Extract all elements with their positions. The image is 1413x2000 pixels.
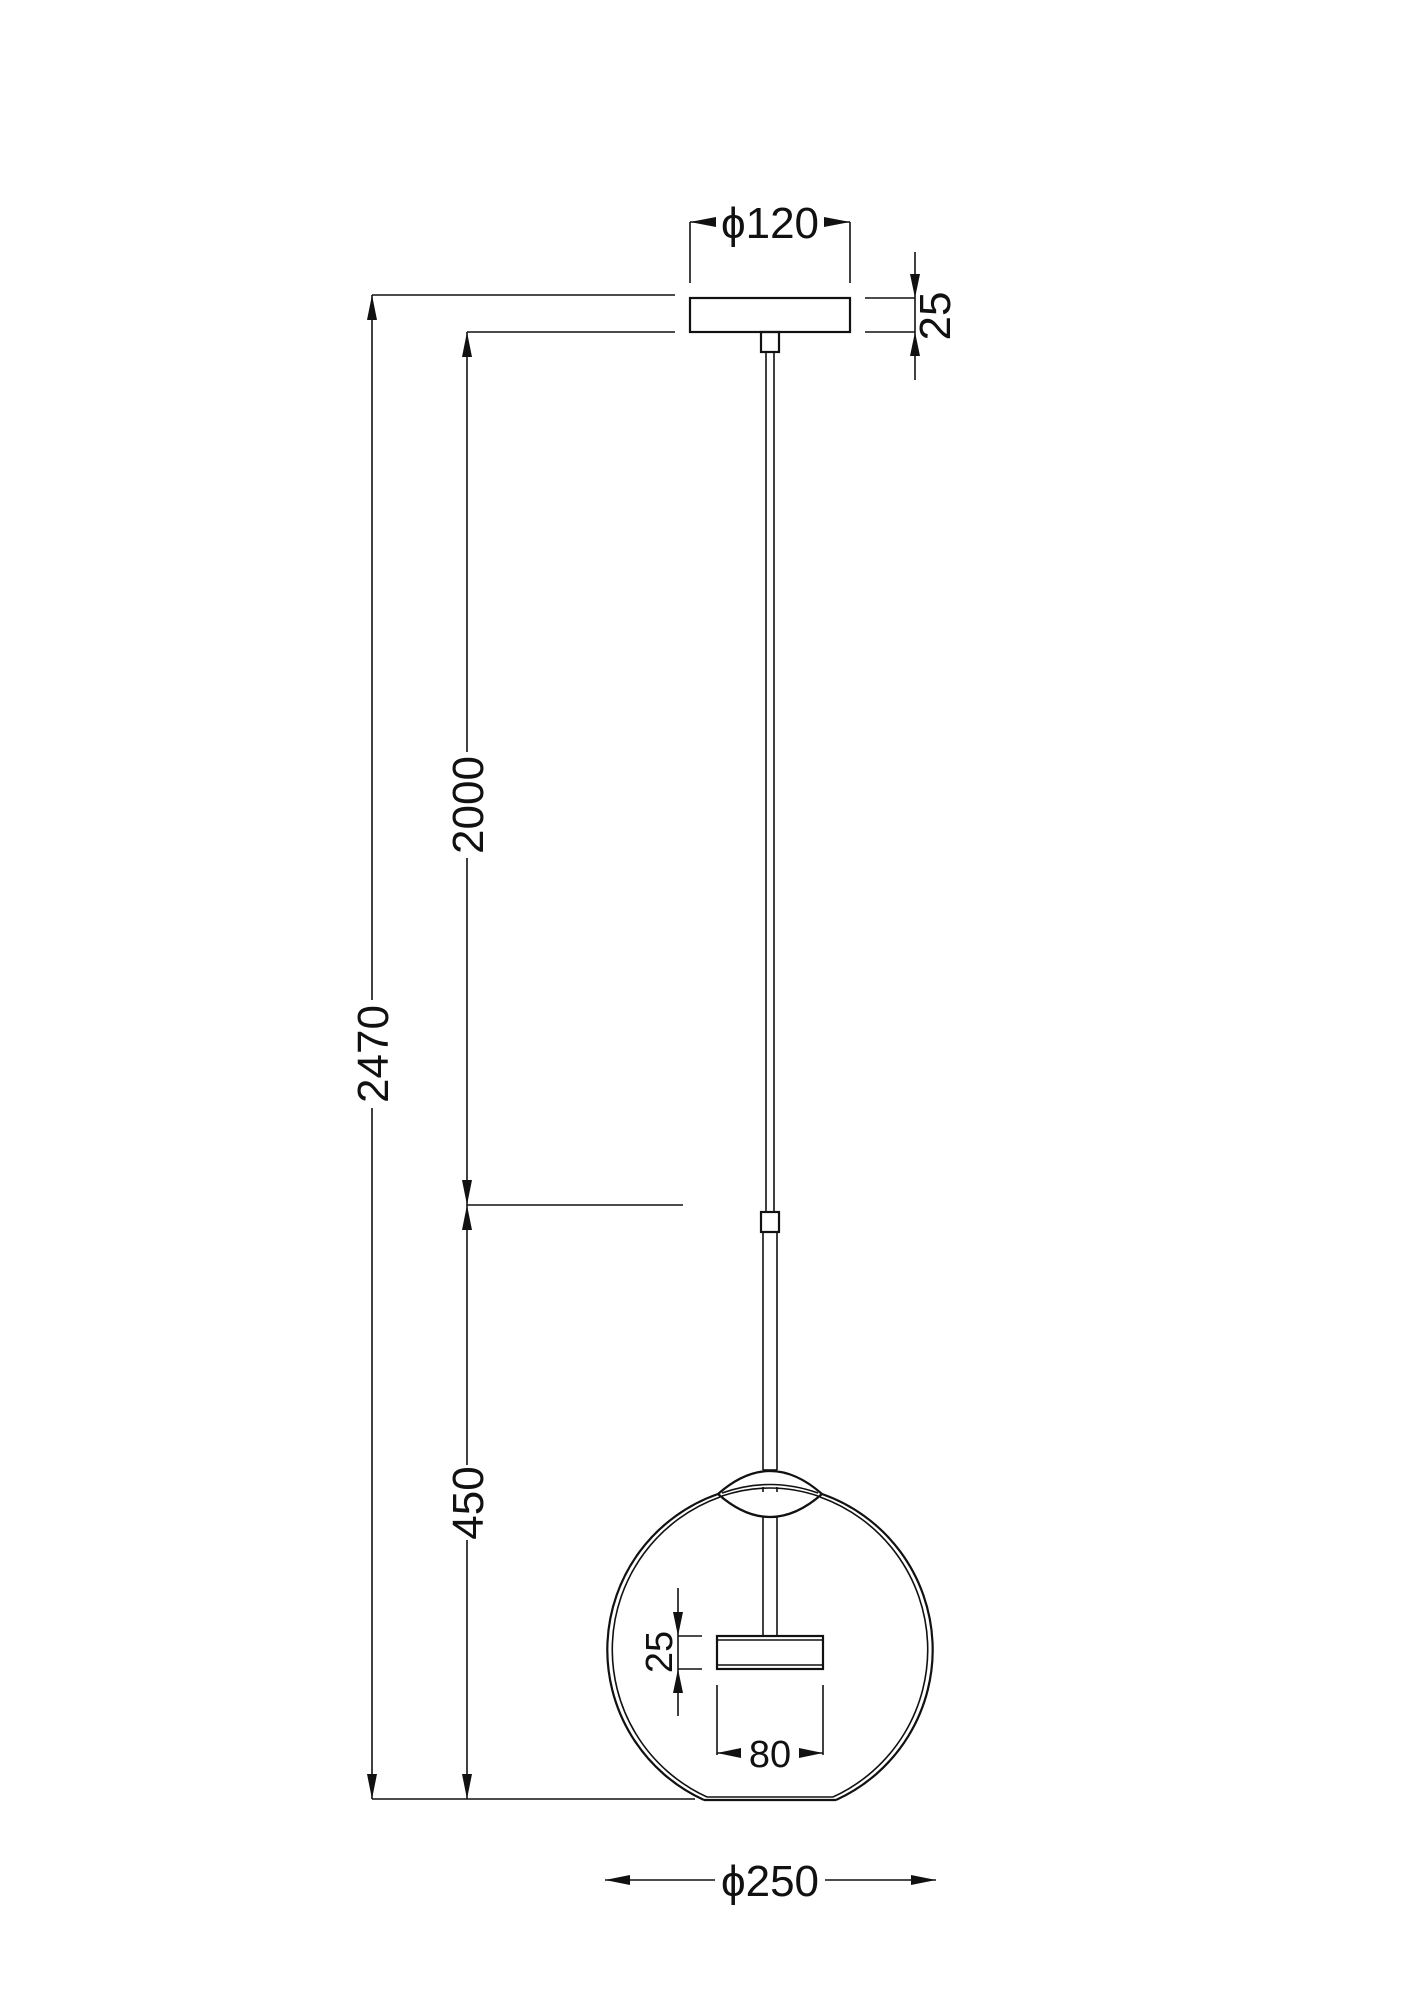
globe-cap [717, 1469, 823, 1519]
inner-disc-diameter-label: 80 [749, 1734, 791, 1776]
cable-coupler [759, 1210, 781, 1234]
cable [759, 352, 781, 1471]
canopy-height-label: 25 [911, 292, 960, 341]
inner-disc-diameter-dimension: 80 [716, 1685, 824, 1776]
canopy [688, 296, 852, 354]
total-height-dimension: 2470 [349, 295, 398, 1799]
globe-diameter-dimension: ϕ250 [605, 1857, 936, 1906]
globe-diameter-label: ϕ250 [721, 1857, 819, 1906]
inner-light-disc [715, 1516, 825, 1671]
lamp-height-dimension: 450 [444, 1205, 493, 1799]
lamp-height-label: 450 [444, 1466, 493, 1539]
canopy-diameter-dimension: ϕ120 [689, 199, 851, 283]
extension-lines [372, 294, 695, 1800]
canopy-height-dimension: 25 [865, 252, 960, 380]
inner-disc-height-dimension: 25 [639, 1588, 702, 1716]
glass-globe [606, 1492, 934, 1802]
inner-disc-height-label: 25 [639, 1631, 681, 1673]
cable-length-label: 2000 [444, 756, 493, 854]
total-height-label: 2470 [349, 1005, 398, 1103]
cable-length-dimension: 2000 [444, 332, 493, 1205]
canopy-stem [759, 330, 781, 354]
canopy-diameter-label: ϕ120 [721, 199, 819, 248]
